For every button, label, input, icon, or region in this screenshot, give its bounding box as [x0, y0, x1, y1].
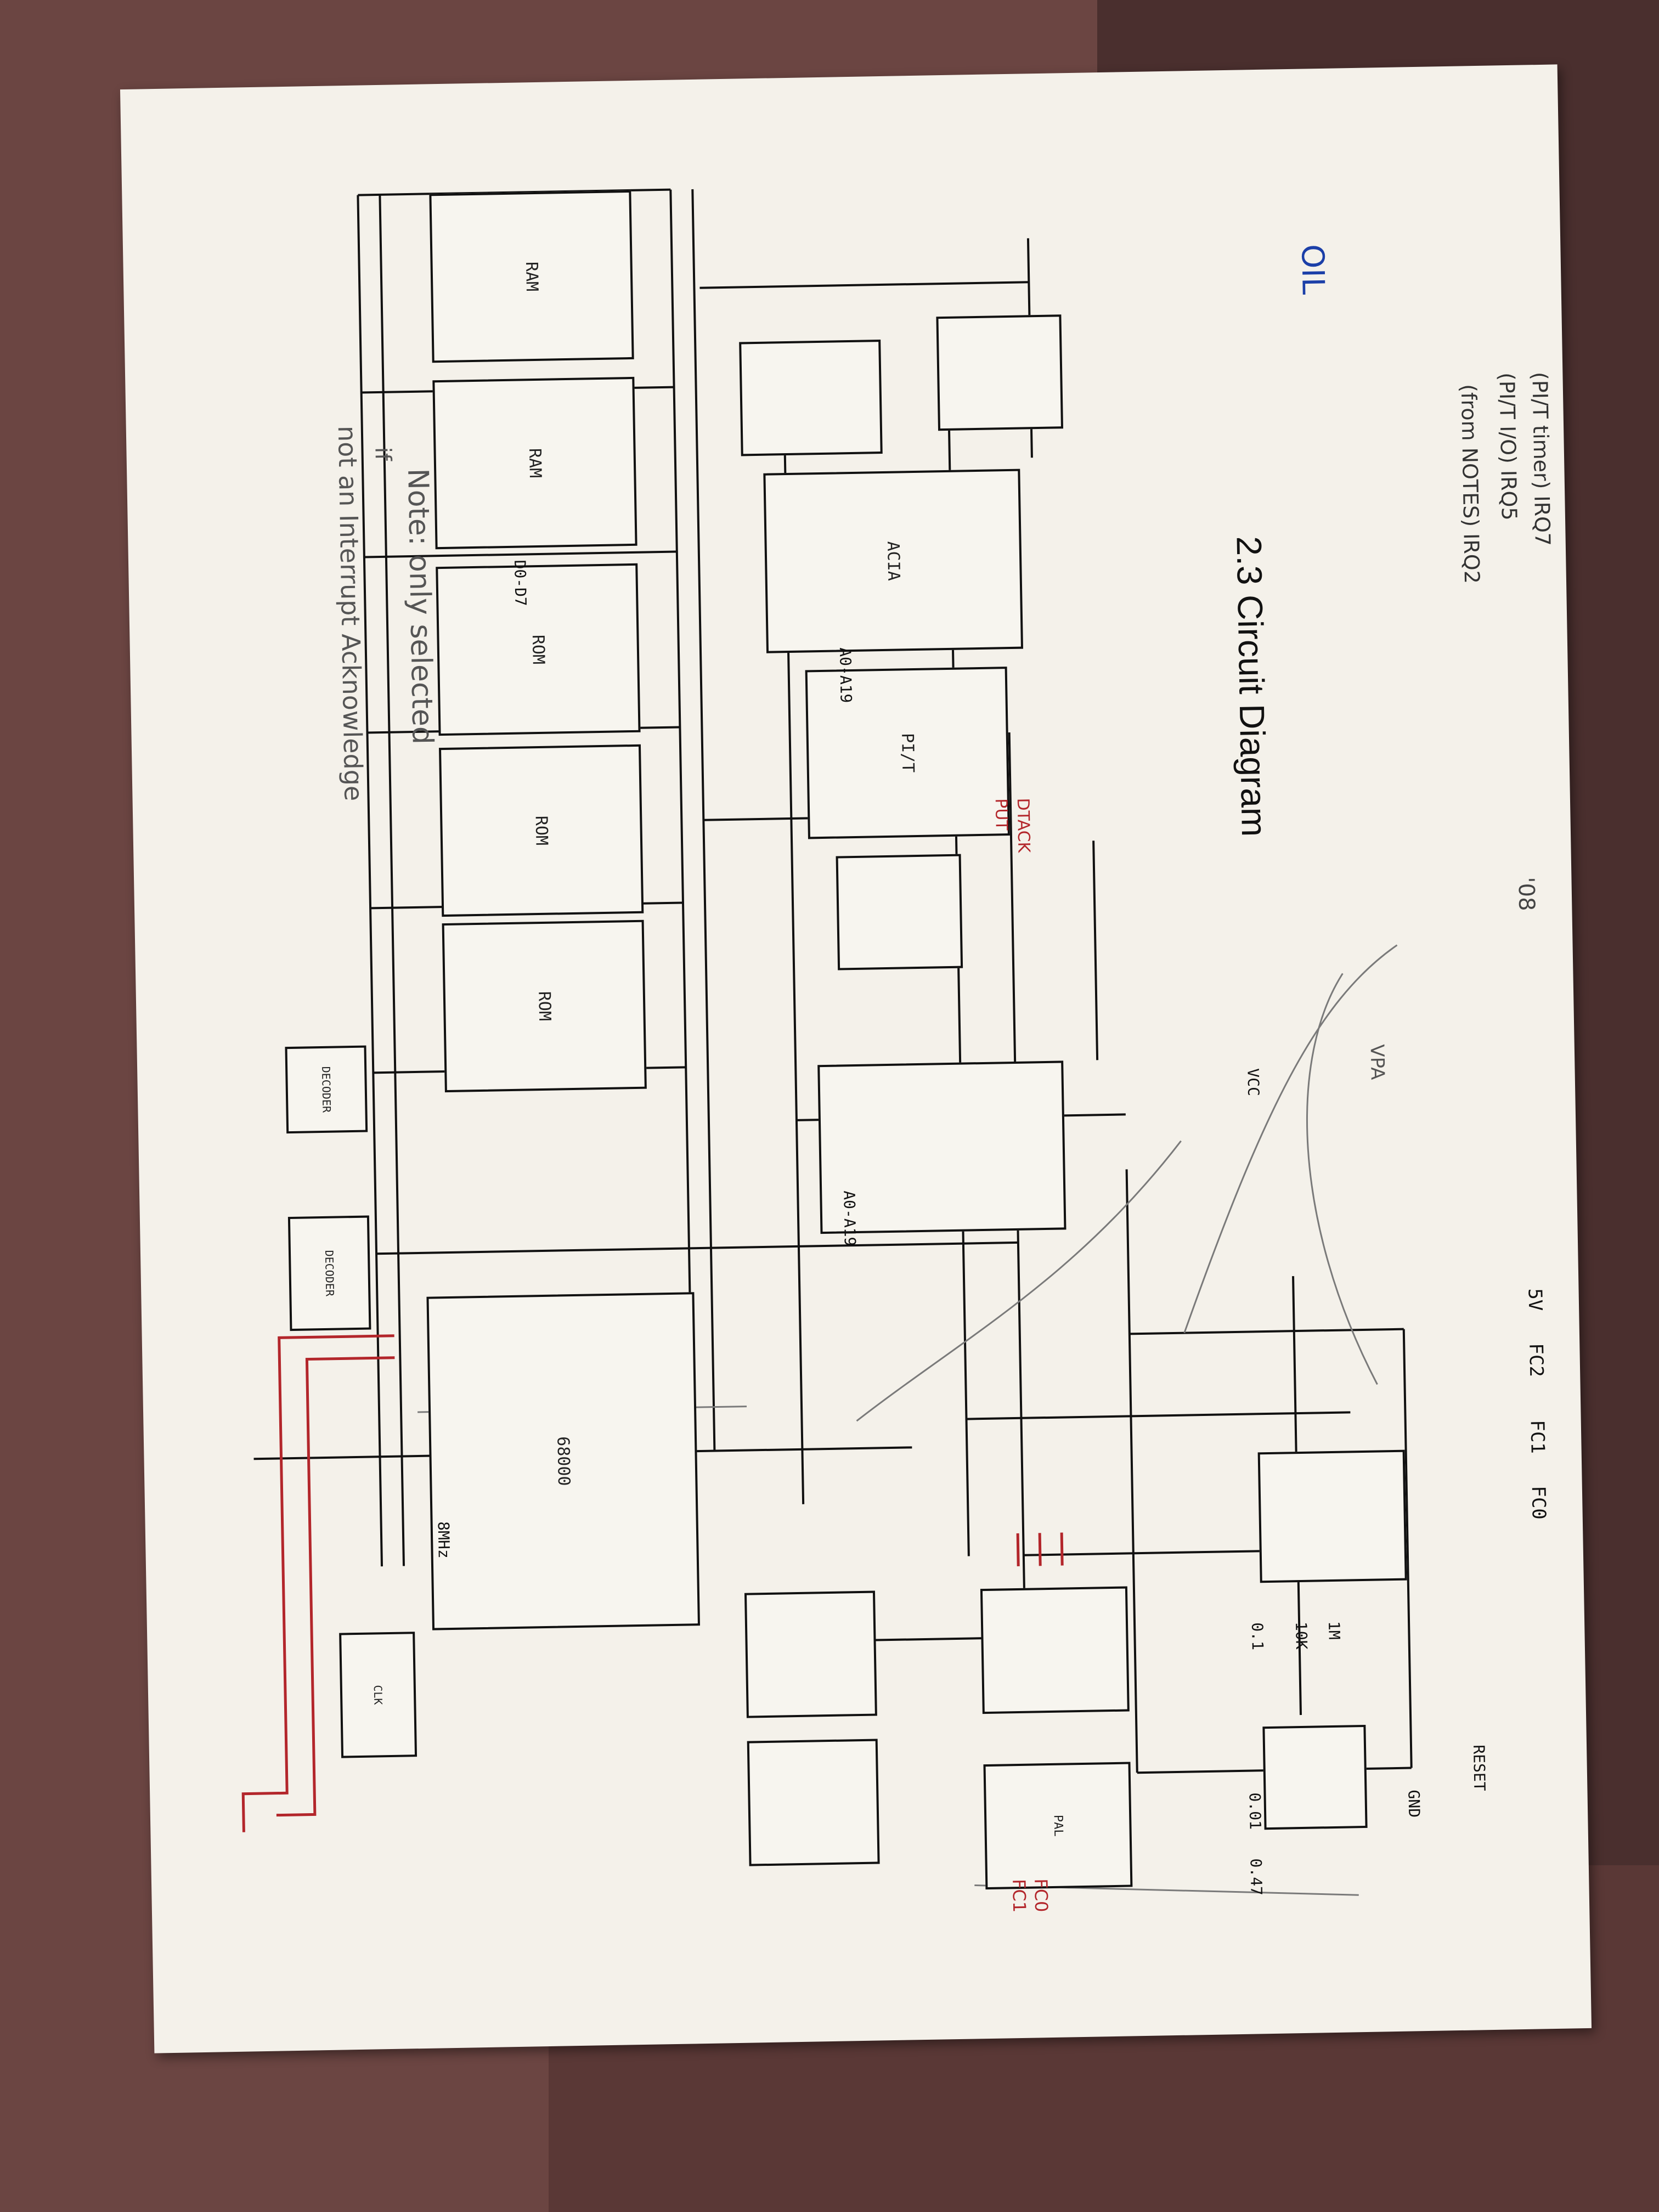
- chip-label: PAL: [1051, 1814, 1065, 1837]
- connector-fc0: FC0: [1527, 1486, 1550, 1520]
- interrupt-encoder-chip: [1257, 1449, 1407, 1583]
- vcc-label: VCC: [1244, 1068, 1263, 1097]
- memory-chip-5: ROM: [442, 919, 647, 1093]
- connector-5v: 5V: [1523, 1288, 1547, 1311]
- irq-note-1: (PI/T timer) IRQ7: [1527, 371, 1555, 546]
- address-bus-label-2: A0-A19: [840, 1190, 859, 1246]
- logic-chip-a: [744, 1590, 877, 1718]
- crystal-8mhz: 8MHz: [434, 1521, 453, 1559]
- line-driver-crossed: [936, 314, 1064, 431]
- chip-label: PI/T: [898, 732, 918, 773]
- serial-chip-crossed: [739, 340, 883, 456]
- chip-label: ROM: [528, 634, 548, 665]
- fc0-note: FC0: [1030, 1878, 1052, 1912]
- chip-label: ROM: [531, 815, 551, 846]
- clock-chip: CLK: [339, 1632, 417, 1758]
- memory-chip-4: ROM: [438, 744, 644, 917]
- capacitor-047: 0.47: [1246, 1858, 1266, 1896]
- address-bus-label-1: A0-A19: [836, 647, 855, 703]
- chip-label: ROM: [534, 991, 555, 1022]
- chip-label: 68000: [553, 1436, 574, 1486]
- decoder-chip-1: DECODER: [285, 1045, 368, 1134]
- irq-note-3: (from NOTES) IRQ2: [1456, 383, 1485, 584]
- irq-note-2: (PI/T I/O) IRQ5: [1494, 372, 1522, 521]
- capacitor-01: 0.1: [1248, 1622, 1267, 1651]
- fc1-note: FC1: [1008, 1878, 1030, 1913]
- gate-chip: PAL: [983, 1762, 1133, 1890]
- gnd-label: GND: [1404, 1790, 1424, 1818]
- put-note: PUT: [991, 798, 1011, 831]
- connector-fc2: FC2: [1525, 1343, 1548, 1378]
- cpu-chip: 68000: [426, 1292, 700, 1630]
- reset-switch: RESET: [1469, 1745, 1489, 1791]
- diagram-title: 2.3 Circuit Diagram: [1229, 535, 1274, 837]
- uart-chip: ACIA: [763, 469, 1024, 653]
- data-bus-label: D0-D7: [511, 560, 530, 607]
- logic-chip-c: [980, 1586, 1130, 1714]
- note-line-1: Note: only selected: [401, 468, 439, 745]
- memory-chip-2: RAM: [432, 376, 637, 550]
- chip-label: DECODER: [319, 1066, 334, 1113]
- vpa-note: VPA: [1365, 1044, 1389, 1080]
- chip-label: RAM: [522, 261, 541, 292]
- chip-label: CLK: [371, 1685, 385, 1705]
- capacitor-001: 0.01: [1245, 1792, 1265, 1830]
- pit-chip: PI/T: [805, 667, 1010, 839]
- resistor-10k: 10K: [1292, 1621, 1311, 1650]
- dtack-gate-chip: [836, 854, 963, 970]
- memory-chip-1: RAM: [429, 190, 634, 363]
- chip-label: RAM: [524, 448, 545, 478]
- decoder-chip-2: DECODER: [287, 1215, 371, 1331]
- chip-label: ACIA: [883, 541, 904, 582]
- timer-555-chip: [1262, 1724, 1368, 1830]
- handwritten-ref: OIL: [1294, 244, 1331, 295]
- connector-fc1: FC1: [1526, 1420, 1549, 1454]
- resistor-1m: 1M: [1325, 1621, 1344, 1640]
- dtack-note: DTACK: [1013, 798, 1034, 853]
- note-line-2: if: [370, 447, 396, 461]
- paper-sheet: 2.3 Circuit Diagram RAM RAM ROM ROM ROM …: [120, 64, 1592, 2053]
- chip-108-note: '08: [1513, 877, 1539, 911]
- logic-chip-b: [747, 1739, 880, 1866]
- chip-label: DECODER: [322, 1250, 337, 1297]
- memory-chip-3: ROM: [436, 563, 641, 736]
